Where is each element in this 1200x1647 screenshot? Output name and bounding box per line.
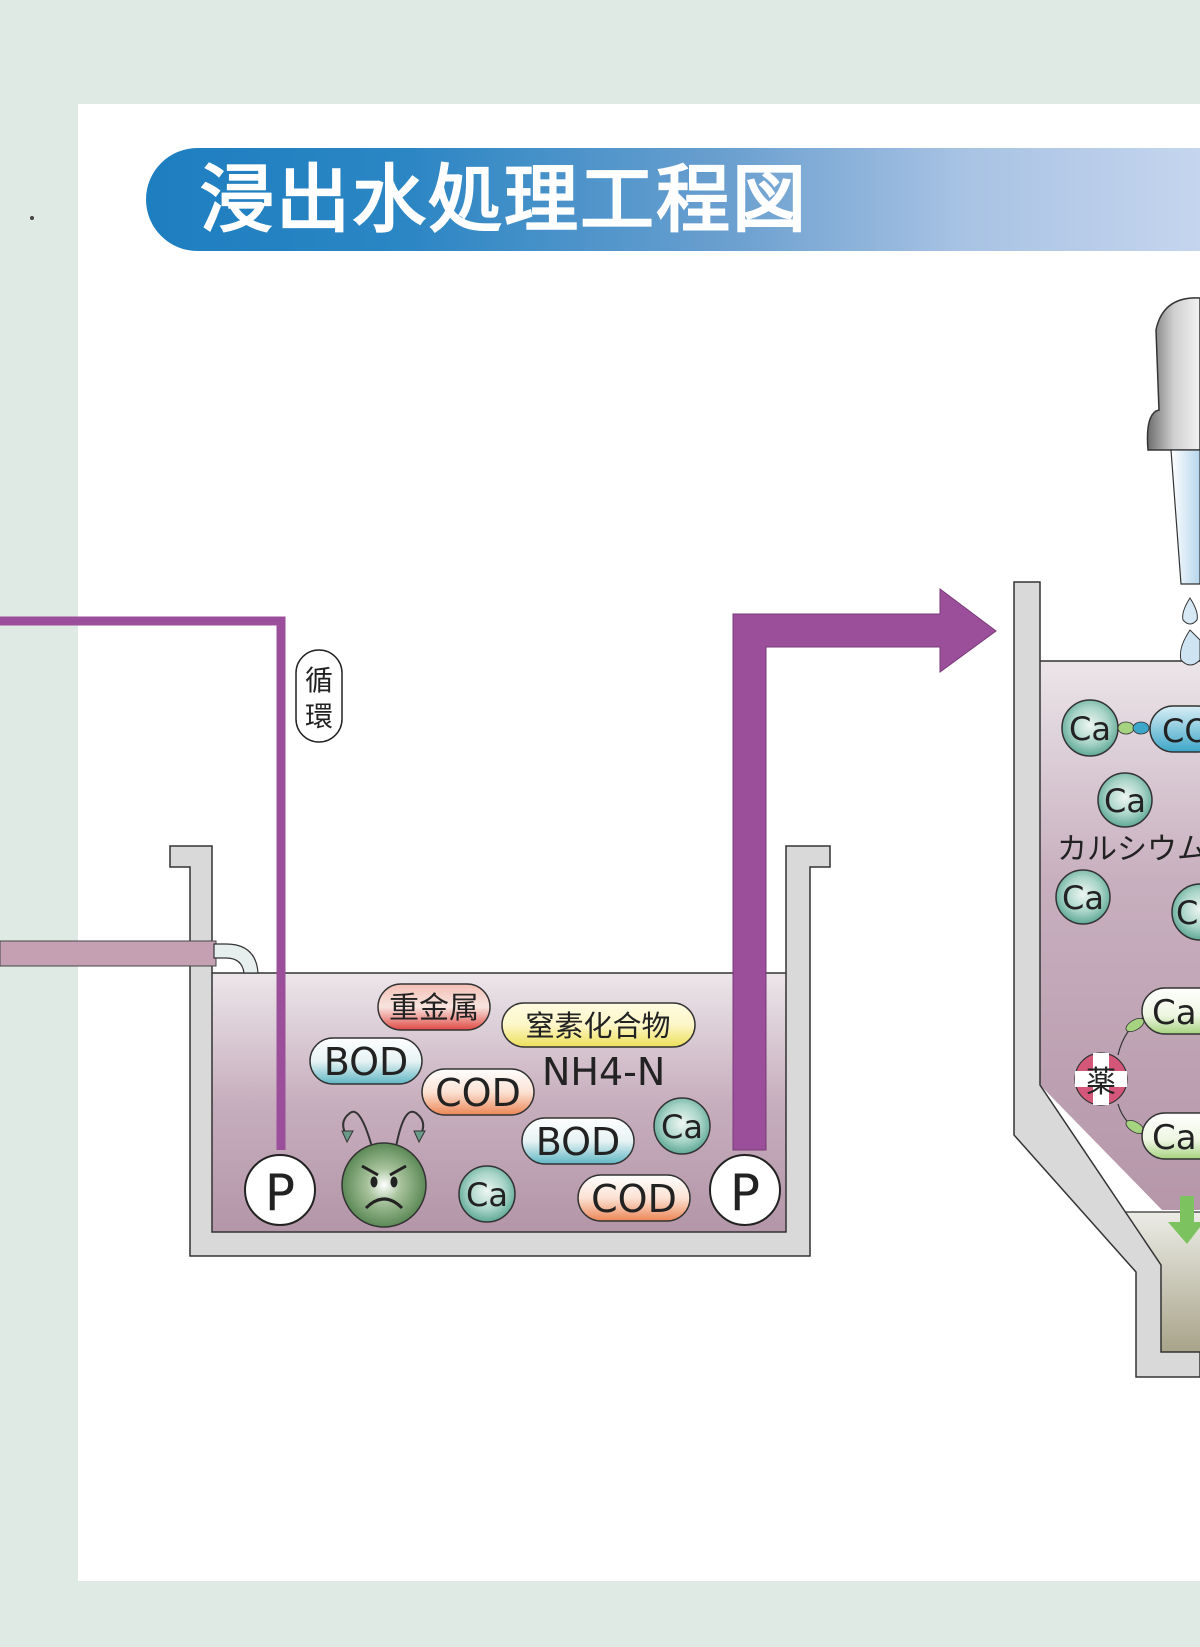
svg-text:COD: COD: [591, 1177, 677, 1221]
pump-right[interactable]: P: [709, 1154, 781, 1226]
inflow-pipe: [0, 940, 217, 967]
svg-text:COD: COD: [435, 1071, 521, 1115]
calcium-name-label: カルシウム: [1057, 832, 1200, 867]
pump-right-label: P: [730, 1164, 760, 1222]
svg-text:Ca: Ca: [1152, 993, 1197, 1033]
nitrogen-compounds-pill: 窒素化合物: [501, 1002, 696, 1048]
svg-text:Ca: Ca: [1152, 1118, 1197, 1158]
calcium-carbonate-bond: Ca CO: [1061, 699, 1200, 757]
cod-pill-1: COD: [421, 1068, 535, 1116]
circulation-pipe: [0, 616, 286, 1150]
calcium-ion-1: Ca: [653, 1097, 711, 1155]
calcium-ion-2: Ca: [458, 1165, 516, 1223]
svg-text:Ca: Ca: [1069, 710, 1111, 748]
bod-pill-2: BOD: [521, 1117, 635, 1165]
down-arrow-icon: [1168, 1196, 1200, 1244]
calcium-ion-3: Ca: [1097, 772, 1153, 828]
svg-text:Ca: Ca: [1104, 782, 1146, 820]
svg-text:Ca: Ca: [466, 1176, 508, 1214]
bod-pill-1: BOD: [309, 1037, 423, 1085]
svg-text:BOD: BOD: [324, 1040, 409, 1084]
outflow-pipe-arrow: [732, 588, 997, 1151]
right-tank-sludge: [1118, 1212, 1200, 1352]
page-panel: [78, 104, 1200, 1581]
page-title: 浸出水処理工程図: [200, 157, 808, 243]
ammonium-nitrogen-label: NH4-N: [542, 1050, 665, 1094]
chemical-agent-label: 薬: [1086, 1065, 1116, 1100]
svg-text:C: C: [1176, 894, 1198, 932]
margin-speck: [30, 216, 34, 220]
svg-text:Ca: Ca: [1062, 879, 1104, 917]
svg-text:BOD: BOD: [536, 1120, 621, 1164]
pump-left[interactable]: P: [244, 1154, 316, 1226]
circulation-char-2: 環: [305, 700, 333, 733]
svg-text:窒素化合物: 窒素化合物: [525, 1009, 670, 1043]
circulation-char-1: 循: [305, 664, 333, 697]
circulation-label: 循 環: [295, 649, 343, 743]
heavy-metals-pill: 重金属: [377, 983, 491, 1031]
right-tank-wall: [1013, 581, 1200, 1378]
inflow-pipe-elbow: [213, 943, 259, 974]
calcium-ion-5-partial: C: [1171, 883, 1200, 941]
svg-text:Ca: Ca: [661, 1108, 703, 1146]
dropper-icon: [1146, 297, 1200, 666]
pump-left-label: P: [265, 1164, 295, 1222]
chemical-agent-complex: 薬 Ca Ca: [1074, 987, 1200, 1160]
calcium-ion-4: Ca: [1055, 869, 1111, 925]
svg-text:CO: CO: [1162, 712, 1200, 750]
angry-microbe-icon: [341, 1110, 427, 1228]
svg-text:重金属: 重金属: [389, 991, 479, 1026]
cod-pill-2: COD: [577, 1174, 691, 1222]
left-tank-wall: [169, 845, 831, 1257]
title-bar: [146, 148, 1200, 251]
